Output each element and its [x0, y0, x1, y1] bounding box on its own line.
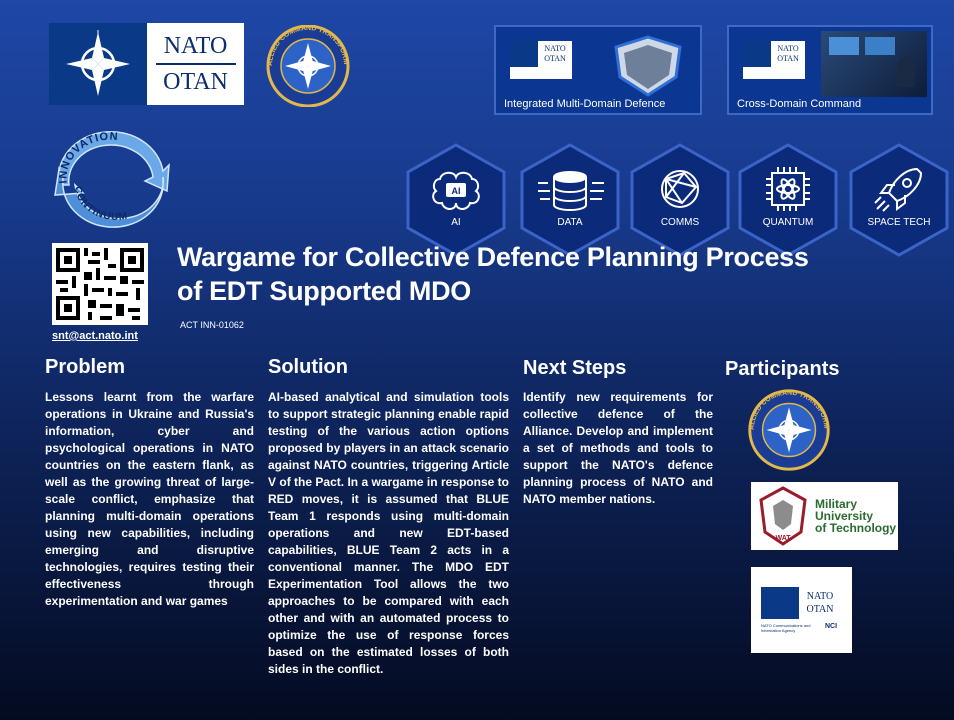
hex-label-space-tech: SPACE TECH: [867, 217, 931, 228]
mut-text-2: University: [815, 509, 874, 523]
problem-heading: Problem: [45, 356, 126, 378]
solution-heading: Solution: [268, 356, 348, 378]
svg-text:AI: AI: [452, 186, 461, 196]
mut-text-1: Military: [815, 497, 858, 511]
mut-text-3: of Technology: [815, 521, 897, 535]
mut-logo: WAT Military University of Technology: [751, 482, 898, 550]
hex-quantum: QUANTUM: [736, 143, 840, 257]
shield-icon: [614, 35, 682, 97]
contact-email-link[interactable]: snt@act.nato.int: [52, 330, 138, 342]
innovation-continuum-icon: INNOVATION CONTINUUM: [54, 130, 170, 228]
video-caption: Integrated Multi-Domain Defence: [504, 98, 666, 110]
database-icon: [538, 171, 604, 211]
hex-label-data: DATA: [557, 217, 583, 228]
title-line-1: Wargame for Collective Defence Planning …: [177, 242, 809, 272]
hex-label-comms: COMMS: [660, 217, 700, 228]
nci-tag: NCI: [825, 623, 838, 630]
nci-agency-text: NATO Communications and Information Agen…: [761, 623, 811, 633]
problem-text: Lessons learnt from the warfare operatio…: [45, 390, 254, 608]
next-steps-text: Identify new requirements for collective…: [523, 390, 713, 506]
network-globe-icon: [661, 170, 699, 208]
qr-code-icon[interactable]: [52, 243, 148, 325]
solution-text: AI-based analytical and simulation tools…: [268, 390, 509, 676]
hex-ai: AI AI: [404, 143, 508, 257]
otan-text: OTAN: [163, 69, 228, 95]
hex-label-ai: AI: [451, 217, 461, 228]
video-caption: Cross-Domain Command: [737, 98, 862, 110]
quantum-chip-icon: [766, 167, 810, 211]
nato-text: NATO: [163, 33, 228, 59]
hex-space-tech: SPACE TECH: [847, 143, 951, 257]
hex-label-quantum: QUANTUM: [762, 217, 814, 228]
project-code: ACT INN-01062: [180, 320, 244, 330]
brain-ai-icon: [432, 171, 480, 210]
next-steps-heading: Next Steps: [523, 357, 627, 379]
hex-comms: COMMS: [628, 143, 732, 257]
svg-text:INNOVATION: INNOVATION: [57, 130, 119, 183]
page-title: Wargame for Collective Defence Planning …: [177, 240, 937, 308]
innovation-text: INNOVATION: [57, 130, 118, 183]
nato-flag-icon: [761, 587, 799, 619]
command-room-image: [821, 31, 927, 97]
rocket-icon: [874, 167, 923, 212]
act-seal-icon: ALLIED COMMAND TRANSFORMATION: [258, 25, 350, 107]
mut-eagle-icon: WAT: [759, 486, 807, 546]
participant-act-seal-icon: ALLIED COMMAND TRANSFORMATION: [740, 387, 830, 471]
title-line-2: of EDT Supported MDO: [177, 276, 471, 306]
hex-data: DATA: [518, 143, 622, 257]
participants-heading: Participants: [725, 358, 840, 380]
nato-compass-icon: [49, 23, 147, 105]
nato-otan-logo: NATO OTAN: [49, 23, 244, 105]
svg-text:WAT: WAT: [775, 535, 791, 542]
